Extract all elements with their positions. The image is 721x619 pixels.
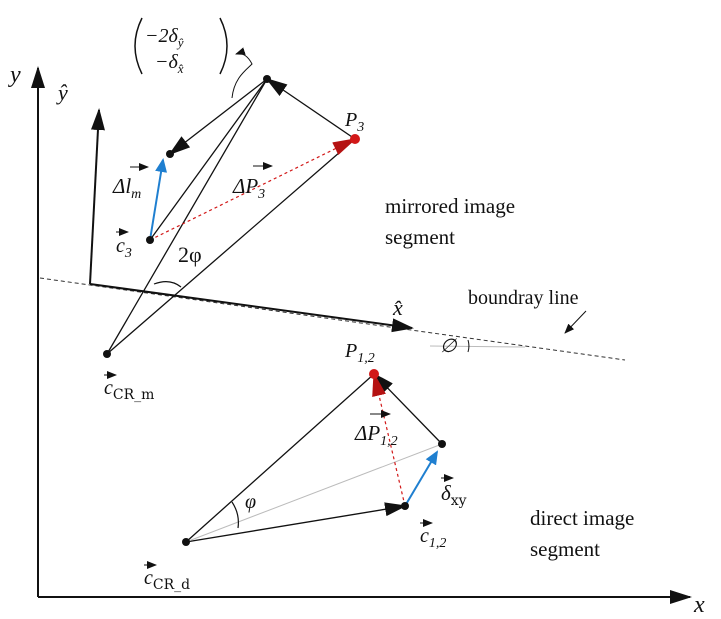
point-p3 <box>350 134 360 144</box>
matrix-expression: −2δŷ −δx̂ <box>134 17 228 76</box>
matrix-pointer-arrow <box>231 47 253 99</box>
angle-two-phi-arc <box>153 281 182 288</box>
svg-text:P1,2: P1,2 <box>344 340 375 366</box>
point-top <box>263 75 271 83</box>
line-crm-to-top <box>106 78 268 355</box>
line-c3-to-top <box>149 78 268 241</box>
vector-dp12 <box>372 372 406 507</box>
dl-label: Δlm <box>112 163 149 202</box>
faint-line-crd-to-d <box>185 443 443 543</box>
line-crd-to-p12 <box>185 373 375 543</box>
svg-text:c1,2: c1,2 <box>420 525 446 551</box>
phi-label: φ <box>245 491 256 513</box>
mirrored-segment-label-1: mirrored image <box>385 194 515 218</box>
direct-segment-label-2: segment <box>530 537 600 561</box>
crm-label: cCR_m <box>104 371 154 403</box>
boundary-label-pointer <box>564 310 587 334</box>
dxy-label: δxy <box>441 474 467 509</box>
direct-segment-label-1: direct image <box>530 506 634 530</box>
y-hat-axis <box>89 108 105 285</box>
point-c12 <box>401 502 409 510</box>
p12-label: P1,2 <box>344 340 375 366</box>
two-phi-label: 2φ <box>178 242 202 267</box>
line-crm-to-p3 <box>106 138 356 355</box>
matrix-left-paren <box>134 17 143 75</box>
svg-text:ΔP1,2: ΔP1,2 <box>354 421 398 449</box>
point-p12 <box>369 369 379 379</box>
boundary-line <box>39 277 626 361</box>
boundary-line-label: boundray line <box>468 287 579 309</box>
x-axis-label: x <box>693 592 705 618</box>
svg-text:ΔP3: ΔP3 <box>232 174 265 202</box>
matrix-row-2: −δx̂ <box>155 51 184 76</box>
point-crd <box>182 538 190 546</box>
dp3-label: ΔP3 <box>232 162 273 202</box>
boundary-reference-line <box>429 345 526 348</box>
point-crm <box>103 350 111 358</box>
vector-dl <box>149 158 167 241</box>
vector-crd-to-c12 <box>185 502 407 543</box>
point-c3 <box>146 236 154 244</box>
matrix-row-1: −2δŷ <box>145 25 184 50</box>
p3-label: P3 <box>344 109 364 135</box>
svg-text:c3: c3 <box>116 235 132 261</box>
svg-text:cCR_d: cCR_d <box>144 567 190 593</box>
y-hat-label: ŷ <box>56 80 68 105</box>
c12-label: c1,2 <box>420 519 446 551</box>
boundary-angle-label: ∅ <box>440 336 458 357</box>
crd-label: cCR_d <box>144 561 190 593</box>
vector-top-to-l <box>168 78 268 156</box>
dp12-label: ΔP1,2 <box>354 410 398 449</box>
point-l <box>166 150 174 158</box>
y-axis-label: y <box>8 62 21 88</box>
svg-text:δxy: δxy <box>441 481 467 509</box>
point-d <box>438 440 446 448</box>
mirrored-segment-label-2: segment <box>385 225 455 249</box>
matrix-right-paren <box>219 17 228 75</box>
svg-text:P3: P3 <box>344 109 364 135</box>
svg-text:cCR_m: cCR_m <box>104 377 154 403</box>
vector-dp3 <box>149 138 357 241</box>
vector-p3-to-top <box>265 77 356 140</box>
x-hat-label: x̂ <box>392 295 403 320</box>
c3-label: c3 <box>116 228 132 261</box>
boundary-angle-arc <box>467 339 470 353</box>
svg-text:Δlm: Δlm <box>112 174 141 202</box>
angle-phi-arc <box>231 501 239 529</box>
x-hat-axis <box>89 283 414 333</box>
vector-dxy <box>404 450 439 507</box>
